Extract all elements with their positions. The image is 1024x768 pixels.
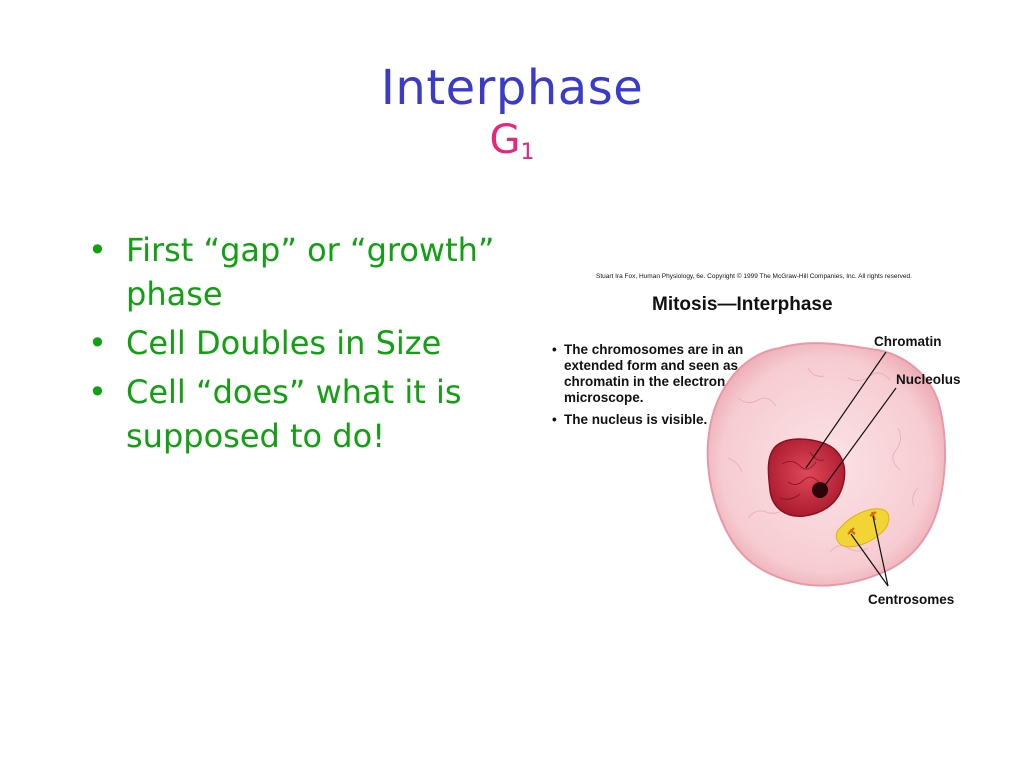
slide-subtitle: G1 bbox=[0, 118, 1024, 175]
bullet-item: • Cell “does” what it is supposed to do! bbox=[88, 370, 508, 458]
bullet-list: • First “gap” or “growth” phase • Cell Dou… bbox=[88, 228, 508, 463]
slide-title: Interphase bbox=[380, 60, 644, 116]
bullet-text: First “gap” or “growth” phase bbox=[126, 231, 495, 313]
label-chromatin: Chromatin bbox=[874, 334, 942, 349]
figure-note-text: The nucleus is visible. bbox=[564, 412, 708, 427]
title-block: Interphase G1 bbox=[0, 58, 1024, 175]
label-lines bbox=[805, 351, 897, 587]
bullet-text: Cell “does” what it is supposed to do! bbox=[126, 373, 462, 455]
subtitle-subscript: 1 bbox=[520, 140, 535, 165]
note-bullet-icon: • bbox=[552, 412, 557, 427]
bullet-dot-icon: • bbox=[88, 373, 107, 411]
bullet-text: Cell Doubles in Size bbox=[126, 324, 442, 362]
figure-note: • The nucleus is visible. bbox=[552, 412, 752, 428]
centrosome-region bbox=[835, 508, 890, 548]
bullet-item: • Cell Doubles in Size bbox=[88, 321, 508, 365]
bullet-dot-icon: • bbox=[88, 231, 107, 269]
figure-credit: Stuart Ira Fox, Human Physiology, 6e. Co… bbox=[596, 273, 912, 280]
figure-note-text: The chromosomes are in an extended form … bbox=[564, 342, 744, 405]
figure-notes: • The chromosomes are in an extended form… bbox=[552, 342, 752, 434]
label-centrosomes: Centrosomes bbox=[868, 592, 955, 607]
note-bullet-icon: • bbox=[552, 342, 557, 357]
figure-title: Mitosis—Interphase bbox=[652, 294, 833, 315]
label-nucleolus: Nucleolus bbox=[896, 372, 961, 387]
bullet-dot-icon: • bbox=[88, 324, 107, 362]
cell-illustration bbox=[706, 342, 947, 587]
subtitle-letter: G bbox=[489, 117, 521, 163]
figure-note: • The chromosomes are in an extended form… bbox=[552, 342, 752, 406]
chromatin-strands bbox=[779, 451, 825, 500]
bullet-item: • First “gap” or “growth” phase bbox=[88, 228, 508, 316]
interphase-figure: Stuart Ira Fox, Human Physiology, 6e. Co… bbox=[548, 268, 988, 618]
